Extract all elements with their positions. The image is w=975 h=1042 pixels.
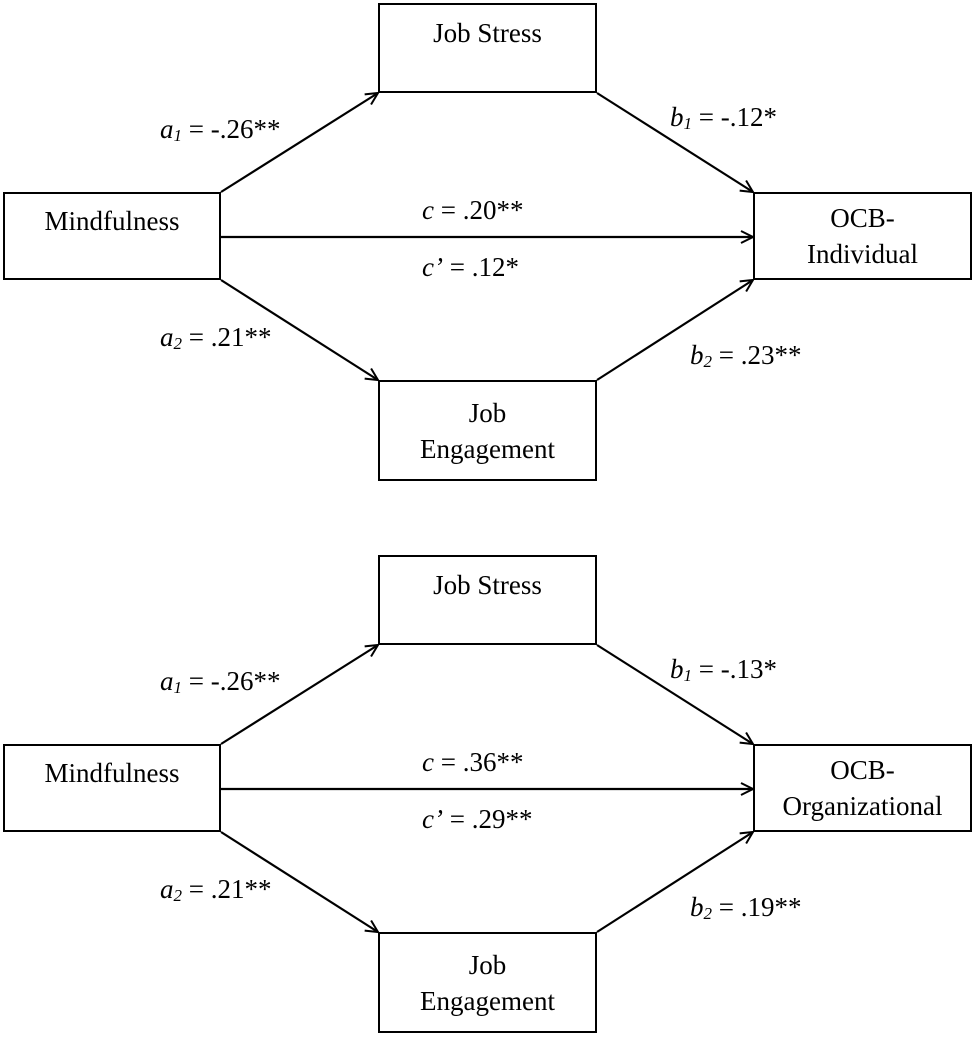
mindfulness-box: Mindfulness (3, 744, 221, 832)
job-stress-label: Job Stress (433, 18, 542, 48)
arrow-a2 (220, 831, 378, 932)
path-arrows (220, 552, 975, 1042)
mindfulness-label: Mindfulness (44, 206, 180, 236)
job-stress-label: Job Stress (433, 570, 542, 600)
arrow-a1 (220, 93, 378, 193)
job-engagement-line1: Job (468, 397, 507, 428)
coef-b1: b1 = -.13* (670, 654, 777, 685)
coef-c-prime: c’ = .29** (422, 804, 533, 834)
job-engagement-line1: Job (468, 949, 507, 980)
coef-a1: a1 = -.26** (160, 114, 281, 145)
coef-a2: a2 = .21** (160, 874, 272, 905)
mediation-diagram-individual: Job Stress Mindfulness OCB- Individual J… (0, 0, 975, 490)
ocb-label-line1: OCB- (830, 755, 895, 785)
ocb-organizational-box: OCB- Organizational (753, 744, 972, 832)
mindfulness-box: Mindfulness (3, 192, 221, 280)
arrow-b1 (596, 92, 753, 192)
ocb-label-line2: Organizational (782, 791, 943, 821)
arrow-a2 (220, 279, 378, 380)
job-stress-box: Job Stress (378, 3, 597, 93)
ocb-label-line2: Individual (807, 239, 918, 269)
arrow-b1 (596, 644, 753, 744)
arrow-b2 (596, 280, 753, 381)
coef-b2: b2 = .19** (690, 892, 802, 923)
path-arrows (220, 0, 975, 490)
ocb-individual-box: OCB- Individual (753, 192, 972, 280)
job-engagement-box: Job Engagement (378, 380, 597, 481)
mindfulness-label: Mindfulness (44, 758, 180, 788)
job-engagement-line2: Engagement (420, 433, 555, 464)
job-engagement-box: Job Engagement (378, 932, 597, 1033)
mediation-diagram-organizational: Job Stress Mindfulness OCB- Organization… (0, 552, 975, 1042)
job-engagement-line2: Engagement (420, 985, 555, 1016)
coef-c-prime: c’ = .12* (422, 252, 519, 282)
coef-c: c = .36** (422, 747, 524, 777)
arrow-b2 (596, 832, 753, 933)
coef-a1: a1 = -.26** (160, 666, 281, 697)
coef-c: c = .20** (422, 195, 524, 225)
coef-b1: b1 = -.12* (670, 102, 777, 133)
job-stress-box: Job Stress (378, 555, 597, 645)
arrow-a1 (220, 645, 378, 745)
ocb-label-line1: OCB- (830, 203, 895, 233)
coef-b2: b2 = .23** (690, 340, 802, 371)
coef-a2: a2 = .21** (160, 322, 272, 353)
